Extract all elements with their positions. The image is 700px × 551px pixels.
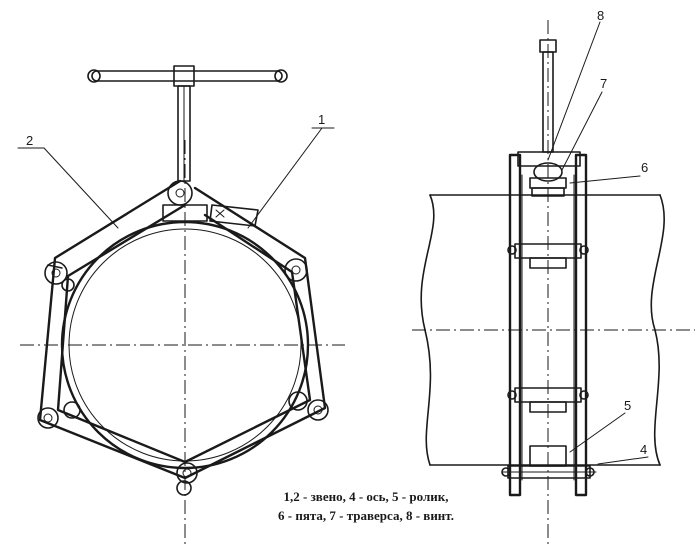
bolt-lower-right bbox=[585, 467, 595, 477]
leader-7 bbox=[561, 91, 603, 171]
link-1-mark-b bbox=[215, 209, 225, 218]
joint-rollers bbox=[37, 258, 329, 496]
label-6: 6 bbox=[641, 160, 648, 175]
side-plate-right bbox=[574, 153, 588, 497]
leader-8 bbox=[547, 21, 601, 161]
roller-upper-right bbox=[284, 258, 308, 282]
roller-lower-right-inner bbox=[288, 391, 308, 411]
handle-bar bbox=[91, 70, 283, 82]
roller-upper-left-inner bbox=[61, 278, 75, 292]
pin-lower-left bbox=[43, 413, 53, 423]
leader-1 bbox=[247, 127, 323, 229]
leader-4 bbox=[597, 456, 649, 465]
caption-line-2: 6 - пята, 7 - траверса, 8 - винт. bbox=[278, 508, 454, 523]
roller-upper-left bbox=[44, 261, 68, 285]
label-5: 5 bbox=[624, 398, 631, 413]
axle-upper-roller bbox=[529, 257, 567, 269]
handle-knob-right bbox=[274, 69, 288, 83]
bolt-lower-left bbox=[501, 467, 511, 477]
label-2: 2 bbox=[26, 133, 33, 148]
traverse-7 bbox=[517, 151, 581, 167]
bolt-upper-right bbox=[579, 245, 589, 255]
pin-bottom bbox=[182, 468, 192, 478]
roller-bottom bbox=[176, 462, 198, 484]
roller-bottom-outer bbox=[176, 480, 192, 496]
leader-2 bbox=[43, 147, 119, 229]
label-7: 7 bbox=[600, 76, 607, 91]
axle-middle-roller bbox=[529, 401, 567, 413]
leader-5 bbox=[569, 412, 626, 453]
label-8: 8 bbox=[597, 8, 604, 23]
pin-upper-left bbox=[51, 268, 61, 278]
link-chain-outer bbox=[38, 179, 327, 480]
side-plate-left bbox=[508, 153, 522, 497]
pin-upper-right bbox=[291, 265, 301, 275]
label-4: 4 bbox=[640, 442, 647, 457]
handle-knob-left bbox=[87, 69, 101, 83]
roller-lower-right bbox=[307, 399, 329, 421]
pin-lower-right bbox=[313, 405, 323, 415]
roller-lower-left-inner bbox=[63, 401, 81, 419]
label-1: 1 bbox=[318, 112, 325, 127]
bolt-middle-right bbox=[579, 390, 589, 400]
heel-6-base bbox=[531, 187, 565, 197]
top-pivot-pin bbox=[175, 188, 185, 198]
link-joint-a bbox=[47, 264, 63, 269]
caption: 1,2 - звено, 4 - ось, 5 - ролик, 6 - пят… bbox=[236, 487, 496, 525]
handle-hub bbox=[173, 65, 195, 87]
top-pivot bbox=[167, 180, 193, 206]
screw-ball bbox=[533, 162, 563, 182]
roller-lower-left bbox=[37, 407, 59, 429]
bolt-middle-left bbox=[507, 390, 517, 400]
caption-line-1: 1,2 - звено, 4 - ось, 5 - ролик, bbox=[283, 489, 449, 504]
link-chain-inner bbox=[56, 203, 312, 464]
bolt-upper-left bbox=[507, 245, 517, 255]
side-view bbox=[412, 20, 695, 545]
front-view bbox=[17, 65, 345, 545]
leader-6 bbox=[569, 175, 641, 184]
t-handle bbox=[87, 65, 288, 182]
link-1-plate bbox=[209, 204, 259, 227]
